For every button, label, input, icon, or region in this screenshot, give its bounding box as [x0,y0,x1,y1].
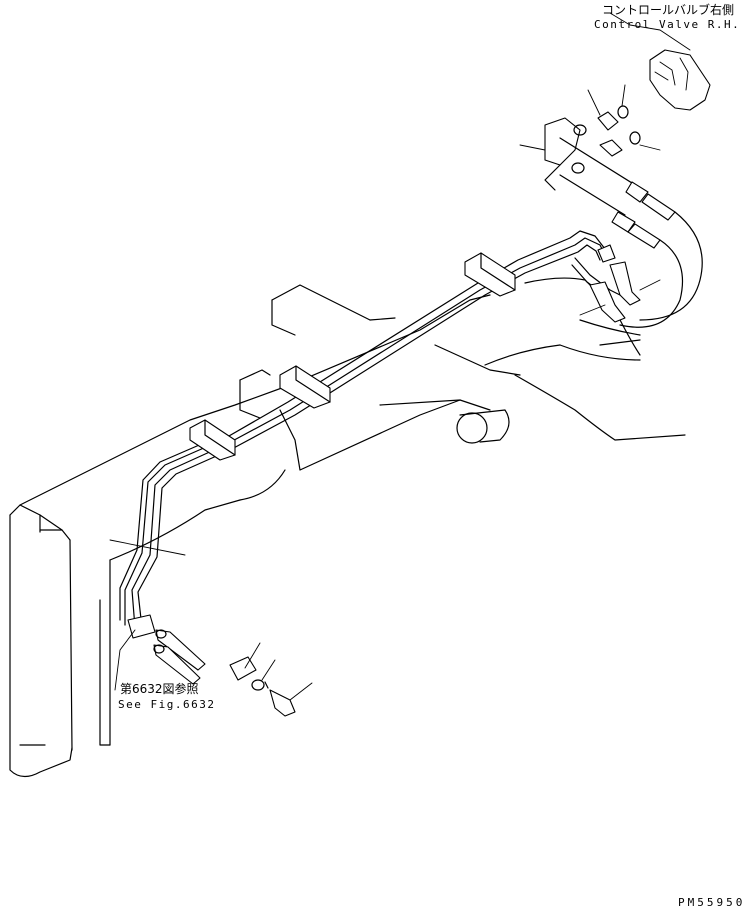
lower-fittings [127,614,296,717]
reference-label-jp: 第6632図参照 [120,682,199,696]
control-valve-label-jp: コントロールバルブ右側 [602,3,735,17]
leader-lines [109,12,691,701]
pipe-clamps [189,252,516,461]
reference-label-en: See Fig.6632 [118,698,216,711]
control-valve-label-en: Control Valve R.H. [594,18,741,31]
upper-fittings [544,49,711,328]
hydraulic-pipes [119,230,631,629]
drawing-code: PM55950 [678,896,746,909]
boom-structure [9,277,686,778]
